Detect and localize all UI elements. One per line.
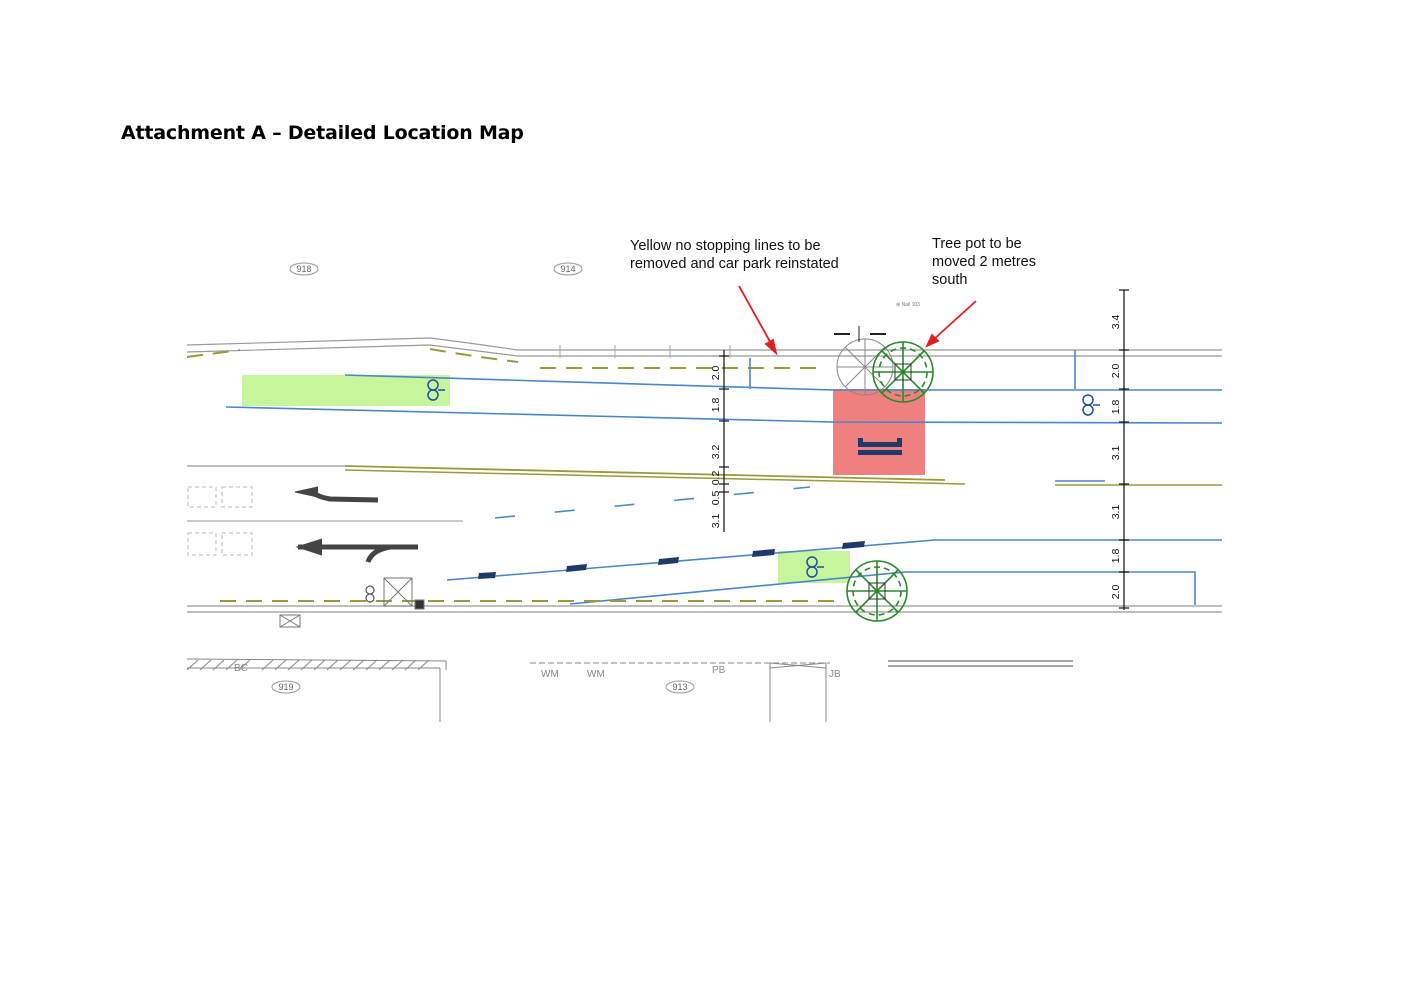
svg-text:south: south — [932, 272, 967, 288]
annotation-tree-pot: Tree pot to be moved 2 metres south — [932, 236, 1036, 288]
existing-tree-grey — [836, 338, 894, 396]
svg-text:3.1: 3.1 — [1110, 505, 1122, 520]
svg-text:1.8: 1.8 — [1110, 549, 1122, 564]
tree-pot-south — [846, 560, 908, 622]
red-arrow-yellow-lines — [738, 285, 778, 356]
svg-text:2.0: 2.0 — [710, 366, 722, 381]
svg-text:Yellow no stopping lines to be: Yellow no stopping lines to be — [630, 238, 821, 254]
svg-text:0.5: 0.5 — [710, 491, 722, 506]
centre-dimension-line — [719, 350, 729, 532]
bike-lane-north-fill — [242, 375, 450, 406]
svg-text:moved 2 metres: moved 2 metres — [932, 254, 1036, 270]
svg-text:1.8: 1.8 — [1110, 400, 1122, 415]
left-turn-arrow — [294, 486, 379, 503]
south-lane-dashes — [478, 541, 865, 579]
north-yellow-line — [186, 348, 820, 369]
lot-label-913: 913 — [665, 680, 695, 694]
svg-text:3.1: 3.1 — [710, 514, 722, 529]
bicycle-symbol-north — [427, 379, 445, 401]
svg-text:3.4: 3.4 — [1110, 315, 1122, 330]
centre-dimension-labels: 2.0 1.8 3.2 0.2 0.5 3.1 — [710, 366, 722, 529]
north-ticks — [559, 345, 731, 358]
svg-text:3.1: 3.1 — [1110, 446, 1122, 461]
utility-labels: BC WM WM PB JB — [234, 663, 841, 680]
svg-text:WM: WM — [541, 669, 559, 680]
svg-text:2.0: 2.0 — [1110, 364, 1122, 379]
svg-text:2.0: 2.0 — [1110, 585, 1122, 600]
svg-text:3.2: 3.2 — [710, 445, 722, 460]
bicycle-symbol-south — [806, 556, 824, 578]
right-dimension-labels: 3.4 2.0 1.8 3.1 3.1 1.8 2.0 — [1110, 315, 1122, 600]
bicycle-symbol-footpath — [365, 585, 375, 603]
svg-text:918: 918 — [296, 264, 311, 274]
svg-text:removed and car park reinstate: removed and car park reinstated — [630, 256, 839, 272]
red-arrow-tree-pot — [925, 300, 977, 348]
lot-label-918: 918 — [289, 262, 319, 276]
lot-label-914: 914 — [553, 262, 583, 276]
svg-text:JB: JB — [829, 669, 841, 680]
svg-text:WM: WM — [587, 669, 605, 680]
svg-text:919: 919 — [278, 682, 293, 692]
south-kerb — [187, 605, 1222, 613]
right-dimension-line — [1119, 289, 1129, 610]
car-icon — [858, 438, 902, 455]
svg-text:PB: PB — [712, 665, 726, 676]
left-straight-arrow — [295, 538, 418, 563]
survey-point-label: ⊕ Nail 103 — [896, 302, 920, 308]
footpath-symbols — [279, 577, 425, 628]
car-park-area — [833, 389, 925, 475]
svg-text:Tree pot to be: Tree pot to be — [932, 236, 1022, 252]
svg-text:1.8: 1.8 — [710, 398, 722, 413]
south-boundary — [186, 658, 1073, 722]
left-road-markings — [187, 486, 253, 556]
survey-mark — [834, 326, 886, 342]
road-lines — [187, 465, 1222, 522]
annotation-yellow-lines: Yellow no stopping lines to be removed a… — [630, 238, 839, 272]
bicycle-symbol-east — [1082, 394, 1100, 416]
svg-text:0.2: 0.2 — [710, 471, 722, 486]
tree-pot-north — [872, 341, 934, 403]
svg-text:914: 914 — [560, 264, 575, 274]
north-kerb — [186, 337, 1222, 357]
lot-label-919: 919 — [271, 680, 301, 694]
page-title: Attachment A – Detailed Location Map — [121, 122, 524, 144]
svg-text:BC: BC — [234, 663, 248, 674]
north-bike-lane-lines — [225, 350, 1223, 424]
svg-text:913: 913 — [672, 682, 687, 692]
